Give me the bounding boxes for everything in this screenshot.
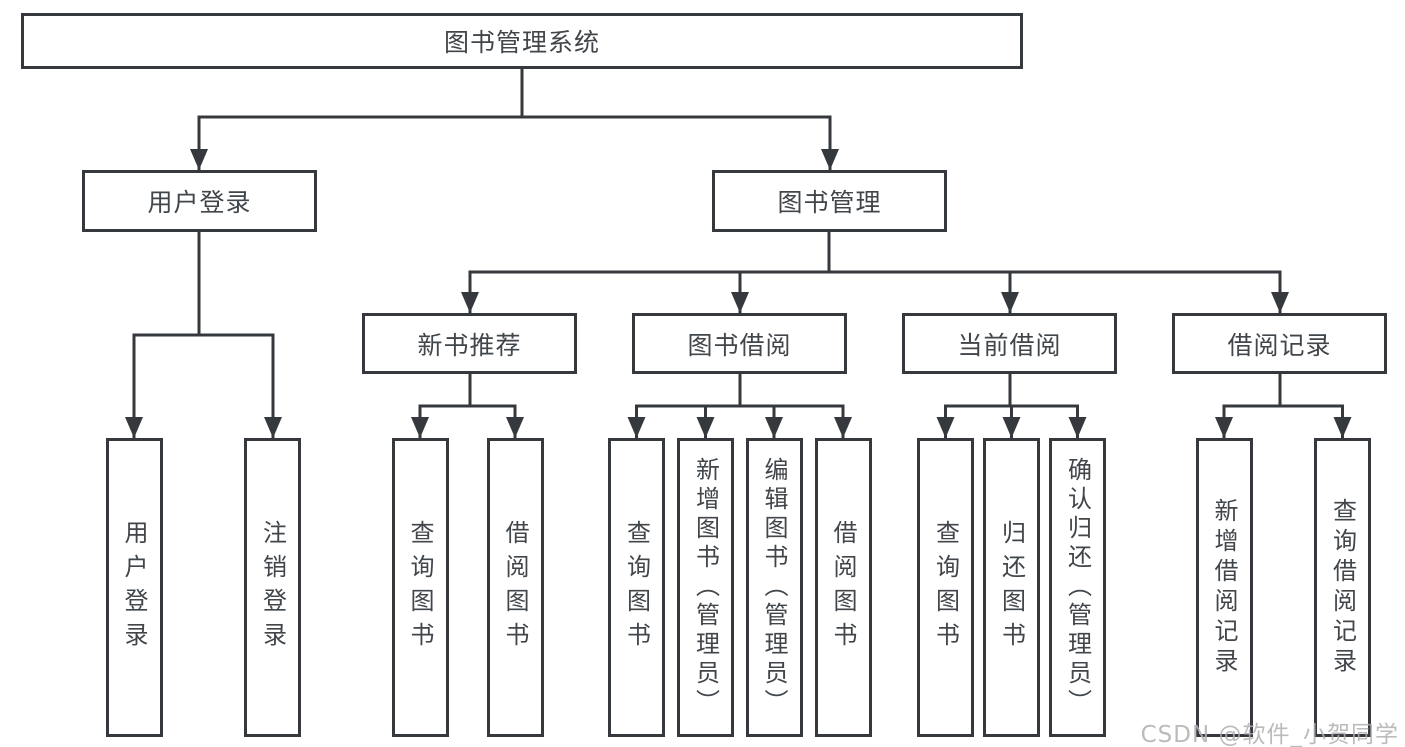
leaf-label: 借阅图书 xyxy=(501,519,529,656)
leaf-borrow-books-borrowing: 借阅图书 xyxy=(814,438,872,737)
leaf-label: 注销登录 xyxy=(258,519,287,656)
leaf-label: 新增图书（管理员） xyxy=(691,457,720,718)
node-label: 图书借阅 xyxy=(687,330,792,360)
leaf-label: 用户登录 xyxy=(120,519,148,656)
leaf-query-books-recommend: 查询图书 xyxy=(391,438,449,737)
leaf-label: 查询图书 xyxy=(931,519,960,656)
leaf-logout: 注销登录 xyxy=(244,438,301,737)
node-label: 借阅记录 xyxy=(1227,330,1332,360)
node-book-borrowing: 图书借阅 xyxy=(632,313,847,374)
leaf-edit-books-admin: 编辑图书（管理员） xyxy=(745,438,803,737)
leaf-confirm-return-admin: 确认归还（管理员） xyxy=(1049,438,1106,737)
leaf-query-borrow-record: 查询借阅记录 xyxy=(1314,438,1371,737)
leaf-query-books-current: 查询图书 xyxy=(917,438,974,737)
node-label: 用户登录 xyxy=(147,188,252,217)
leaf-label: 借阅图书 xyxy=(829,519,857,656)
leaf-label: 归还图书 xyxy=(997,519,1026,656)
leaf-label: 编辑图书（管理员） xyxy=(760,457,788,718)
leaf-add-books-admin: 新增图书（管理员） xyxy=(677,438,734,737)
leaf-user-login: 用户登录 xyxy=(105,438,163,737)
node-user-login: 用户登录 xyxy=(82,170,317,232)
node-label: 图书管理 xyxy=(777,188,882,217)
csdn-watermark: CSDN @软件_小贺同学 xyxy=(1140,722,1399,747)
node-book-management: 图书管理 xyxy=(712,170,947,232)
node-borrowing-records: 借阅记录 xyxy=(1172,313,1387,374)
node-current-borrowing: 当前借阅 xyxy=(902,313,1117,374)
leaf-return-books: 归还图书 xyxy=(983,438,1040,737)
leaf-label: 新增借阅记录 xyxy=(1210,497,1238,678)
leaf-label: 确认归还（管理员） xyxy=(1063,457,1092,718)
node-library-management-system: 图书管理系统 xyxy=(21,13,1023,69)
leaf-label: 查询图书 xyxy=(622,519,651,656)
node-label: 图书管理系统 xyxy=(443,28,600,57)
leaf-label: 查询借阅记录 xyxy=(1328,497,1357,678)
node-label: 新书推荐 xyxy=(417,330,522,360)
node-new-book-recommend: 新书推荐 xyxy=(362,313,577,374)
leaf-add-borrow-record: 新增借阅记录 xyxy=(1195,438,1253,737)
leaf-borrow-books-recommend: 借阅图书 xyxy=(486,438,544,737)
node-label: 当前借阅 xyxy=(957,330,1062,360)
leaf-query-books-borrowing: 查询图书 xyxy=(608,438,665,737)
leaf-label: 查询图书 xyxy=(406,519,434,656)
